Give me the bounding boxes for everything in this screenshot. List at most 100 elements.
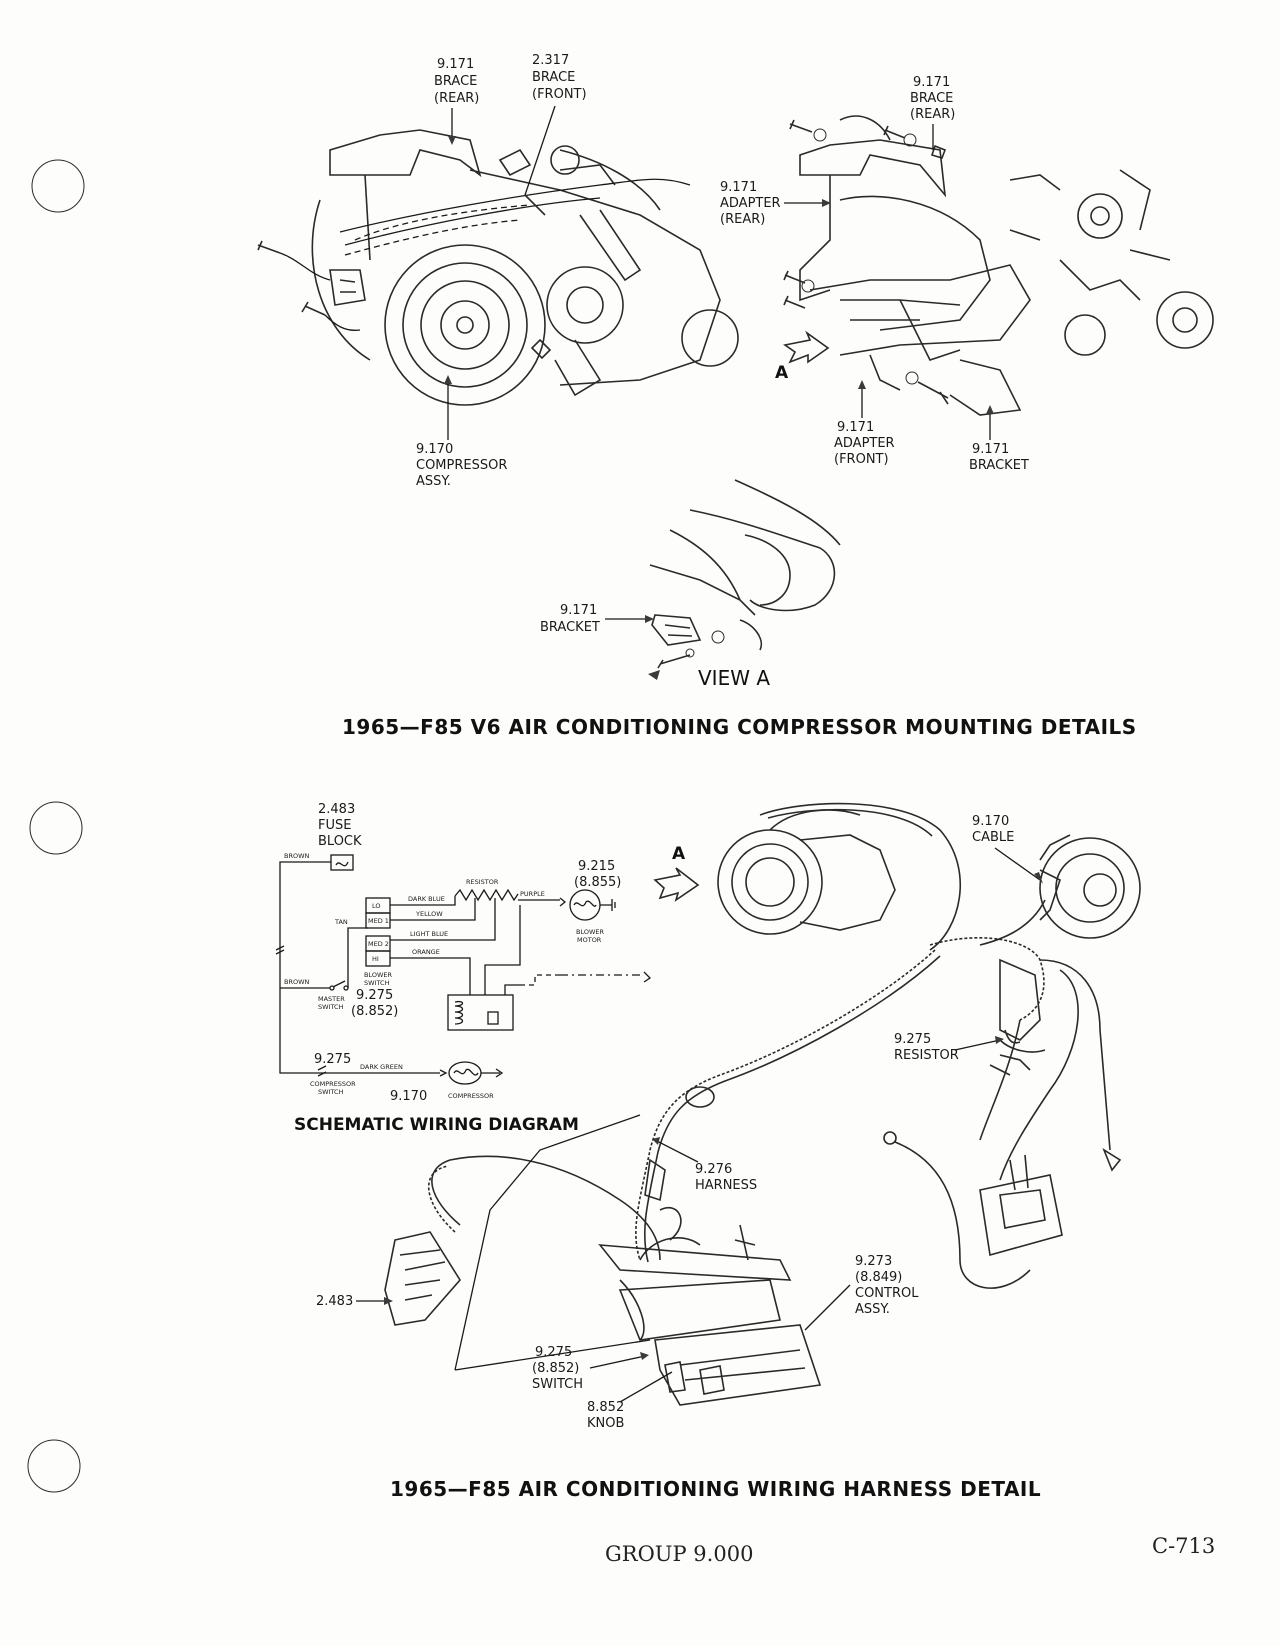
svg-text:2.483: 2.483	[318, 802, 355, 817]
page-number: C-713	[1152, 1534, 1215, 1558]
label-bracket-view-a: 9.171 BRACKET	[540, 603, 654, 635]
harness-resistor-illustration	[989, 958, 1046, 1076]
svg-text:ADAPTER: ADAPTER	[834, 436, 895, 451]
wire-yellow: YELLOW	[415, 910, 443, 918]
label-compressor-assy: 9.170 COMPRESSOR ASSY.	[416, 375, 507, 489]
schematic-fuse-block: 2.483 FUSE BLOCK	[318, 802, 362, 871]
svg-text:BRACE: BRACE	[434, 74, 477, 89]
wire-light-blue: LIGHT BLUE	[410, 930, 448, 938]
label-control-assy: 9.273 (8.849) CONTROL ASSY.	[804, 1254, 919, 1331]
wire-brown-top: BROWN	[284, 852, 310, 860]
svg-text:COMPRESSOR: COMPRESSOR	[448, 1092, 494, 1100]
wire-dark-blue: DARK BLUE	[408, 895, 445, 903]
label-harness-fuse-block: 2.483	[316, 1294, 393, 1309]
svg-text:(FRONT): (FRONT)	[532, 87, 587, 102]
svg-text:COMPRESSOR: COMPRESSOR	[310, 1080, 356, 1088]
svg-text:ADAPTER: ADAPTER	[720, 196, 781, 211]
label-bracket-right: 9.171 BRACKET	[969, 405, 1029, 473]
svg-text:CONTROL: CONTROL	[855, 1286, 919, 1301]
schematic-wiring-diagram: 2.483 FUSE BLOCK BROWN BROWN MASTER SWIT…	[275, 802, 652, 1135]
schematic-blower-motor: 9.215 (8.855) BLOWER MOTOR	[569, 859, 621, 944]
svg-text:FUSE: FUSE	[318, 818, 351, 833]
schematic-compressor-clutch: 9.170 COMPRESSOR	[390, 1061, 504, 1104]
svg-text:COMPRESSOR: COMPRESSOR	[416, 458, 507, 473]
schematic-title: SCHEMATIC WIRING DIAGRAM	[294, 1115, 579, 1135]
group-number: GROUP 9.000	[605, 1542, 753, 1566]
schematic-master-switch: MASTER SWITCH 9.275 (8.852)	[318, 980, 398, 1019]
svg-text:9.171: 9.171	[913, 75, 950, 90]
svg-text:MED 2: MED 2	[368, 940, 389, 948]
svg-text:BRACKET: BRACKET	[969, 458, 1029, 473]
svg-text:ASSY.: ASSY.	[416, 474, 451, 489]
wiring-harness-drawing: A 9.170 CABLE	[316, 802, 1141, 1501]
svg-text:9.170: 9.170	[390, 1089, 427, 1104]
harness-cable-clutch-illustration	[979, 834, 1141, 946]
svg-text:9.273: 9.273	[855, 1254, 892, 1269]
svg-text:BLOCK: BLOCK	[318, 834, 362, 849]
svg-text:9.171: 9.171	[972, 442, 1009, 457]
svg-text:9.171: 9.171	[437, 57, 474, 72]
svg-text:RESISTOR: RESISTOR	[466, 878, 499, 886]
schematic-resistor: RESISTOR	[454, 878, 519, 902]
svg-text:SWITCH: SWITCH	[318, 1003, 344, 1011]
svg-text:(REAR): (REAR)	[720, 212, 765, 227]
svg-text:(REAR): (REAR)	[434, 91, 479, 106]
svg-text:(8.855): (8.855)	[574, 875, 621, 890]
wire-dark-green: DARK GREEN	[360, 1063, 403, 1071]
wire-orange: ORANGE	[412, 948, 440, 956]
compressor-mounting-drawing: A 9.171 BRACE (REAR) 2.317 BRACE (FRONT)…	[257, 53, 1214, 739]
svg-text:RESISTOR: RESISTOR	[894, 1048, 959, 1063]
svg-text:HARNESS: HARNESS	[695, 1178, 757, 1193]
label-adapter-rear: 9.171 ADAPTER (REAR)	[720, 180, 831, 227]
svg-text:MASTER: MASTER	[318, 995, 345, 1003]
svg-text:9.170: 9.170	[416, 442, 453, 457]
label-brace-rear-right: 9.171 BRACE (REAR)	[910, 75, 955, 150]
label-adapter-front: 9.171 ADAPTER (FRONT)	[834, 380, 895, 467]
svg-text:SWITCH: SWITCH	[364, 979, 390, 987]
svg-text:CABLE: CABLE	[972, 830, 1014, 845]
wire-tan: TAN	[334, 918, 348, 926]
schematic-relay	[447, 905, 652, 1031]
label-harness-cable: 9.170 CABLE	[972, 814, 1043, 884]
wire-brown-mid: BROWN	[284, 978, 310, 986]
svg-text:2.317: 2.317	[532, 53, 569, 68]
svg-text:KNOB: KNOB	[587, 1416, 624, 1431]
punch-hole-middle	[29, 801, 83, 855]
svg-text:SWITCH: SWITCH	[318, 1088, 344, 1096]
compressor-mounting-caption: 1965—F85 V6 AIR CONDITIONING COMPRESSOR …	[342, 715, 1137, 739]
wire-purple: PURPLE	[520, 890, 545, 898]
right-engine-illustration: A	[775, 115, 1214, 416]
svg-text:(8.852): (8.852)	[351, 1004, 398, 1019]
left-engine-illustration	[257, 129, 739, 406]
svg-text:8.852: 8.852	[587, 1400, 624, 1415]
punch-hole-bottom	[27, 1439, 81, 1493]
svg-text:9.171: 9.171	[720, 180, 757, 195]
harness-fuse-block-illustration	[384, 1155, 661, 1326]
svg-text:ASSY.: ASSY.	[855, 1302, 890, 1317]
view-a-reference-letter: A	[775, 363, 789, 383]
harness-relay-illustration	[883, 1131, 1063, 1289]
svg-text:9.171: 9.171	[560, 603, 597, 618]
svg-text:BLOWER: BLOWER	[576, 928, 604, 936]
svg-text:LO: LO	[372, 902, 381, 910]
label-harness-switch: 9.275 (8.852) SWITCH	[532, 1345, 649, 1392]
svg-text:9.170: 9.170	[972, 814, 1009, 829]
svg-text:HI: HI	[372, 955, 379, 963]
svg-text:9.275: 9.275	[314, 1052, 351, 1067]
svg-text:9.275: 9.275	[894, 1032, 931, 1047]
harness-compressor-illustration	[717, 802, 961, 951]
label-brace-rear-left: 9.171 BRACE (REAR)	[434, 57, 479, 145]
svg-text:2.483: 2.483	[316, 1294, 353, 1309]
harness-reference-letter: A	[672, 844, 686, 864]
label-harness-resistor: 9.275 RESISTOR	[894, 1032, 1004, 1063]
svg-text:9.276: 9.276	[695, 1162, 732, 1177]
svg-text:SWITCH: SWITCH	[532, 1377, 583, 1392]
view-a-label: VIEW A	[698, 666, 770, 690]
svg-text:9.275: 9.275	[356, 988, 393, 1003]
label-harness-knob: 8.852 KNOB	[587, 1371, 673, 1431]
label-harness: 9.276 HARNESS	[652, 1137, 757, 1193]
label-brace-front: 2.317 BRACE (FRONT)	[524, 53, 587, 196]
schematic-blower-switch: LO MED 1 MED 2 HI BLOWER SWITCH	[364, 897, 392, 987]
svg-text:9.171: 9.171	[837, 420, 874, 435]
